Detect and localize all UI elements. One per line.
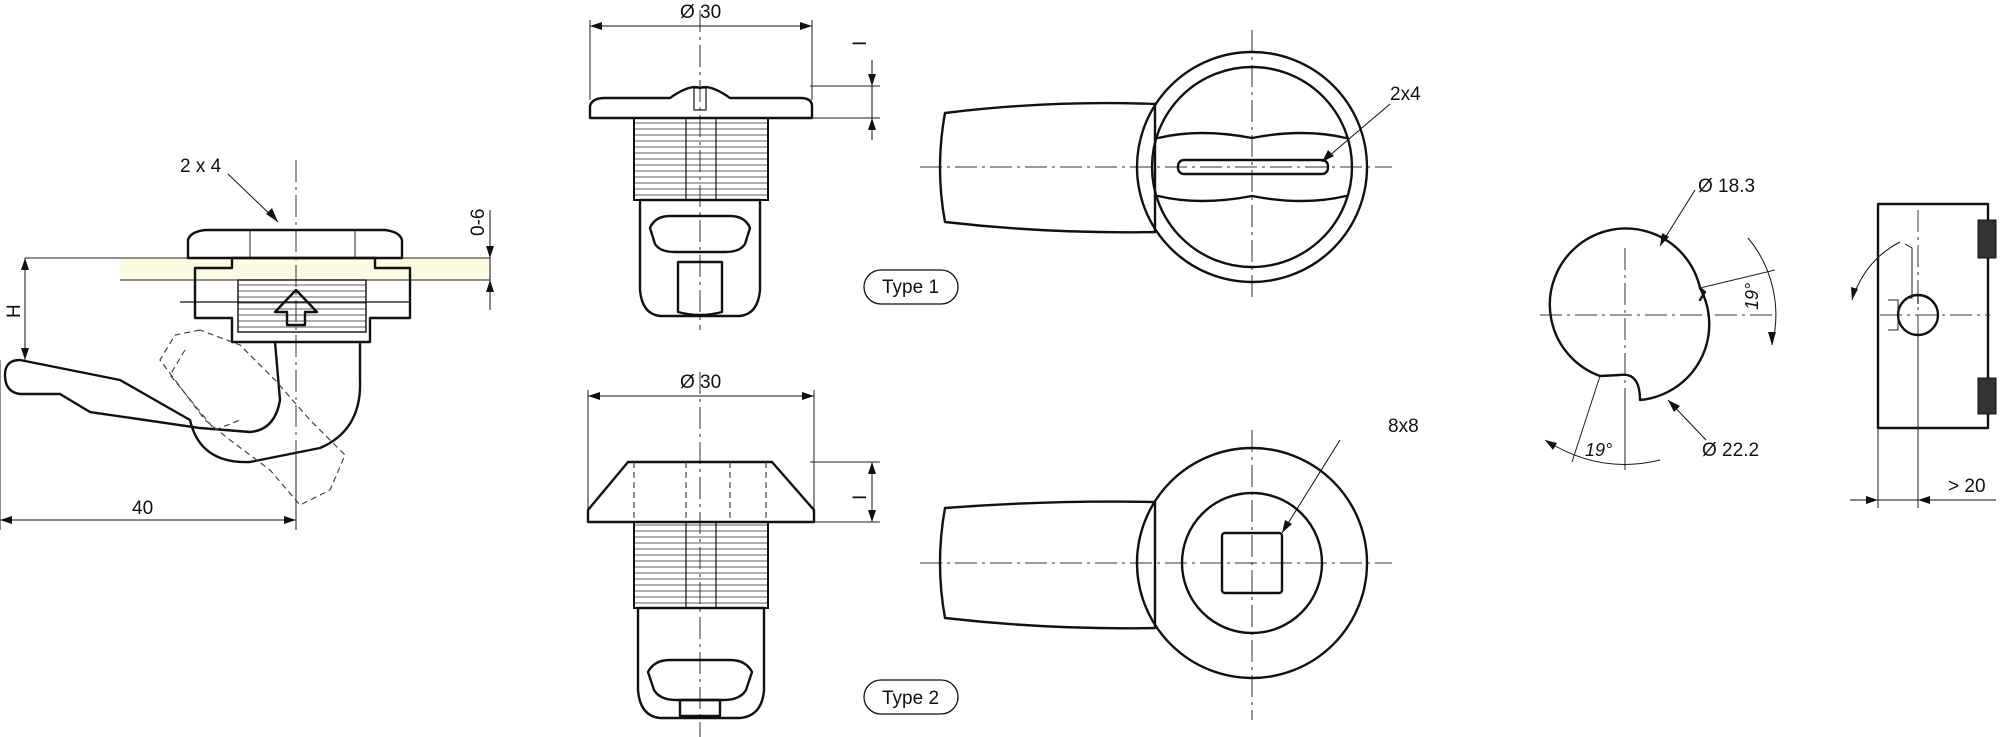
cutout-d1-label: Ø 18.3 xyxy=(1698,176,1755,197)
panel-clearance-label: > 20 xyxy=(1948,476,1986,497)
svg-text:Type 1: Type 1 xyxy=(882,277,939,298)
type1-key-label: 2x4 xyxy=(1390,84,1421,105)
side-length-label: 40 xyxy=(132,498,153,519)
type1-tag: Type 1 xyxy=(863,269,959,305)
lock-head xyxy=(186,228,404,260)
type1-front-view: Ø 30 I xyxy=(588,2,880,330)
panel-view: > 20 xyxy=(1850,202,1997,508)
lock-body xyxy=(193,256,412,344)
cutout-angle2-label: 19° xyxy=(1585,440,1612,460)
side-hole-label: 2 x 4 xyxy=(180,156,222,177)
type2-top-view: 8x8 xyxy=(920,416,1419,720)
type2-lever xyxy=(938,500,1157,630)
type2-key-label: 8x8 xyxy=(1388,416,1419,437)
cutout-d2-label: Ø 22.2 xyxy=(1702,440,1759,461)
type2-tag: Type 2 xyxy=(863,679,959,715)
type2-height-label: I xyxy=(850,495,871,500)
type2-front-view: Ø 30 I xyxy=(586,372,880,737)
svg-text:Type 2: Type 2 xyxy=(882,688,939,709)
type1-top-view: 2x4 xyxy=(920,30,1421,300)
type2-diameter-label: Ø 30 xyxy=(680,372,721,393)
cutout-shape xyxy=(1548,227,1711,402)
cam-arm xyxy=(3,340,362,464)
side-thickness-label: 0-6 xyxy=(468,209,489,236)
type1-diameter-label: Ø 30 xyxy=(680,2,721,23)
panel-section xyxy=(120,258,490,280)
panel-cutout-view: Ø 18.3 Ø 22.2 19° 19° xyxy=(1540,176,1777,470)
cam-arm-rotated xyxy=(159,329,346,506)
type1-height-label: I xyxy=(850,41,871,46)
panel-outline xyxy=(1876,202,1990,430)
type1-lever xyxy=(938,101,1157,234)
side-view: 2 x 4 H 0-6 40 xyxy=(0,156,494,530)
side-height-label: H xyxy=(4,304,25,318)
cutout-angle1-label: 19° xyxy=(1742,283,1762,310)
